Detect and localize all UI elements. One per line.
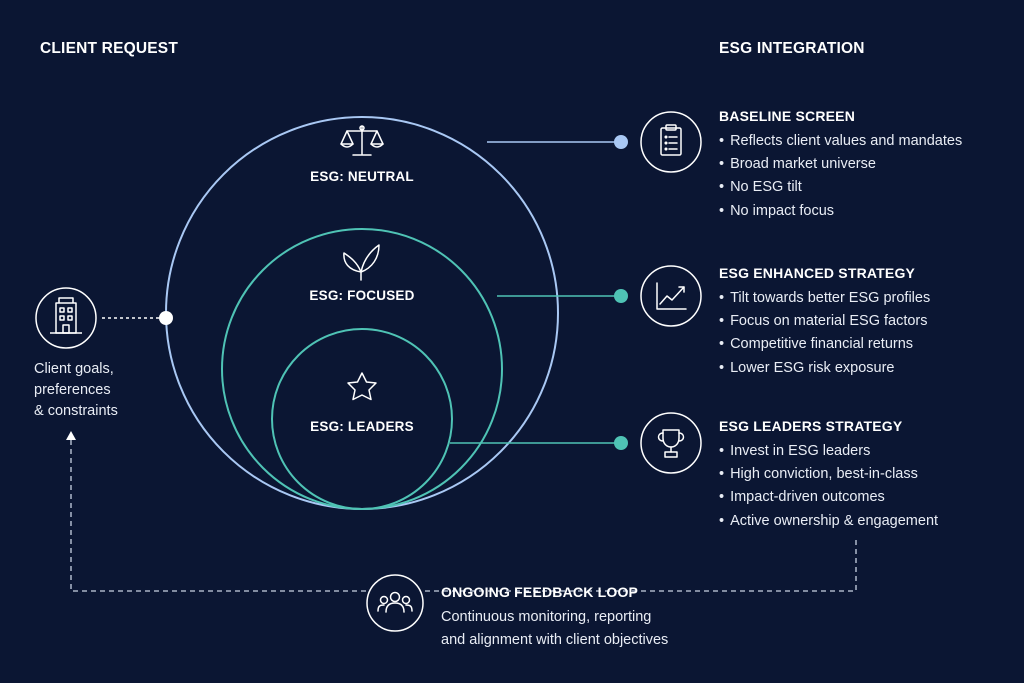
trophy-icon bbox=[657, 429, 685, 458]
esg-integration-header: ESG INTEGRATION bbox=[719, 40, 865, 57]
feedback-arrowhead bbox=[66, 431, 76, 440]
bullet-item: Reflects client values and mandates bbox=[719, 130, 962, 153]
client-connector-dot bbox=[159, 311, 173, 325]
leaders-icon-circle bbox=[640, 412, 702, 474]
client-line: & constraints bbox=[34, 403, 118, 419]
strategy-leaders: ESG LEADERS STRATEGY Invest in ESG leade… bbox=[719, 418, 938, 533]
bullet-item: Lower ESG risk exposure bbox=[719, 357, 930, 380]
feedback-loop: ONGOING FEEDBACK LOOP Continuous monitor… bbox=[441, 584, 668, 652]
feedback-title: ONGOING FEEDBACK LOOP bbox=[441, 584, 639, 600]
building-icon bbox=[50, 297, 82, 334]
ring-leaders bbox=[271, 328, 453, 510]
connector-dot-leaders bbox=[614, 436, 628, 450]
clipboard-icon bbox=[660, 124, 682, 156]
chart-trend-icon bbox=[656, 282, 687, 310]
bullet-item: Invest in ESG leaders bbox=[719, 440, 938, 463]
client-request-header: CLIENT REQUEST bbox=[40, 40, 179, 57]
strategy-title: BASELINE SCREEN bbox=[719, 108, 856, 124]
bullet-item: No ESG tilt bbox=[719, 176, 962, 199]
star-icon bbox=[347, 372, 377, 401]
strategy-bullets: Invest in ESG leaders High conviction, b… bbox=[719, 440, 938, 533]
feedback-line: and alignment with client objectives bbox=[441, 632, 669, 648]
strategy-enhanced: ESG ENHANCED STRATEGY Tilt towards bette… bbox=[719, 265, 930, 380]
strategy-bullets: Reflects client values and mandates Broa… bbox=[719, 130, 962, 223]
bullet-item: Active ownership & engagement bbox=[719, 510, 938, 533]
bullet-item: Tilt towards better ESG profiles bbox=[719, 287, 930, 310]
feedback-line: Continuous monitoring, reporting bbox=[441, 609, 652, 625]
enhanced-icon-circle bbox=[640, 265, 702, 327]
ring-label-leaders: ESG: LEADERS bbox=[310, 419, 414, 434]
client-description: Client goals, preferences & constraints bbox=[34, 359, 118, 422]
strategy-title: ESG LEADERS STRATEGY bbox=[719, 418, 903, 434]
client-icon-circle bbox=[35, 287, 97, 349]
strategy-bullets: Tilt towards better ESG profiles Focus o… bbox=[719, 287, 930, 380]
bullet-item: Broad market universe bbox=[719, 153, 962, 176]
client-line: preferences bbox=[34, 382, 111, 398]
bullet-item: High conviction, best-in-class bbox=[719, 463, 938, 486]
connector-dot-enhanced bbox=[614, 289, 628, 303]
connector-dot-baseline bbox=[614, 135, 628, 149]
scales-icon bbox=[340, 125, 384, 156]
baseline-icon-circle bbox=[640, 111, 702, 173]
bullet-item: Competitive financial returns bbox=[719, 333, 930, 356]
feedback-loop-path-left bbox=[70, 440, 366, 592]
strategy-baseline: BASELINE SCREEN Reflects client values a… bbox=[719, 108, 962, 223]
bullet-item: Impact-driven outcomes bbox=[719, 486, 938, 509]
bullet-item: No impact focus bbox=[719, 200, 962, 223]
client-line: Client goals, bbox=[34, 361, 114, 377]
strategy-title: ESG ENHANCED STRATEGY bbox=[719, 265, 916, 281]
bullet-item: Focus on material ESG factors bbox=[719, 310, 930, 333]
leaf-icon bbox=[343, 244, 380, 281]
ring-label-neutral: ESG: NEUTRAL bbox=[310, 169, 414, 184]
people-icon bbox=[377, 591, 413, 613]
ring-label-focused: ESG: FOCUSED bbox=[309, 288, 415, 303]
